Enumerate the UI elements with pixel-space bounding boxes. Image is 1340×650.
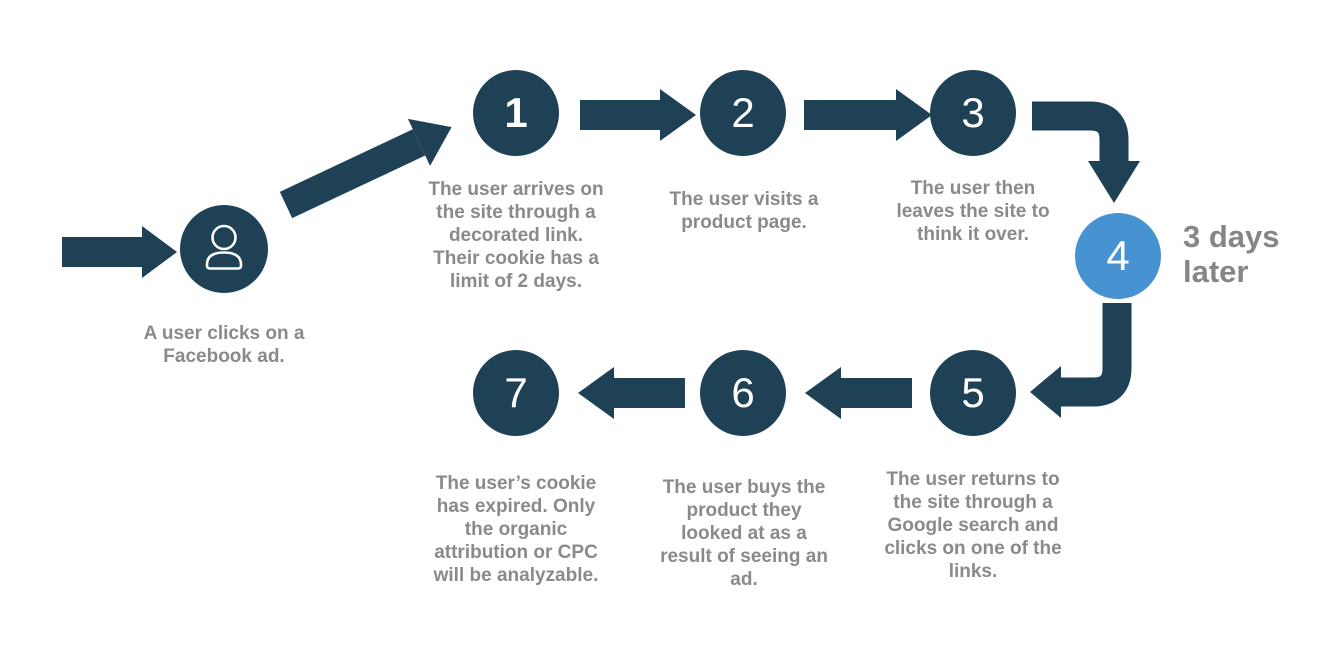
step-circle-1: 1: [473, 70, 559, 156]
step-circle-3: 3: [930, 70, 1016, 156]
elbow-arrow-step4-step5: [1030, 303, 1132, 418]
step-caption-1: The user arrives on the site through a d…: [428, 179, 604, 292]
arrow-step2-step3: [804, 89, 932, 141]
step-number-7: 7: [504, 369, 528, 416]
arrow-step5-step6: [805, 367, 912, 419]
facebook-user-node: [180, 205, 268, 293]
step-circle-5: 5: [930, 350, 1016, 436]
step-number-6: 6: [731, 369, 755, 416]
diagonal-arrow: [279, 118, 452, 219]
step-circle-6: 6: [700, 350, 786, 436]
start-caption: A user clicks on a Facebook ad.: [143, 323, 305, 367]
step-caption-5: The user returns to the site through a G…: [884, 469, 1062, 582]
step-caption-2: The user visits a product page.: [669, 189, 819, 233]
step-number-2: 2: [731, 89, 755, 136]
arrow-step1-step2: [580, 89, 696, 141]
three-days-later-label: 3 days later: [1183, 219, 1280, 289]
arrow-step6-step7: [578, 367, 685, 419]
elbow-arrow-step3-step4: [1032, 101, 1140, 203]
step-caption-7: The user’s cookie has expired. Only the …: [433, 473, 599, 586]
step-number-1: 1: [504, 89, 528, 136]
user-icon: [180, 205, 268, 293]
step-number-5: 5: [961, 369, 985, 416]
step-number-3: 3: [961, 89, 985, 136]
step-caption-3: The user then leaves the site to think i…: [896, 178, 1050, 245]
start-arrow: [62, 226, 177, 278]
step-caption-6: The user buys the product they looked at…: [660, 477, 828, 590]
step-circle-7: 7: [473, 350, 559, 436]
step-circle-2: 2: [700, 70, 786, 156]
step-number-4: 4: [1106, 232, 1130, 279]
step-circle-4: 4: [1075, 213, 1161, 299]
